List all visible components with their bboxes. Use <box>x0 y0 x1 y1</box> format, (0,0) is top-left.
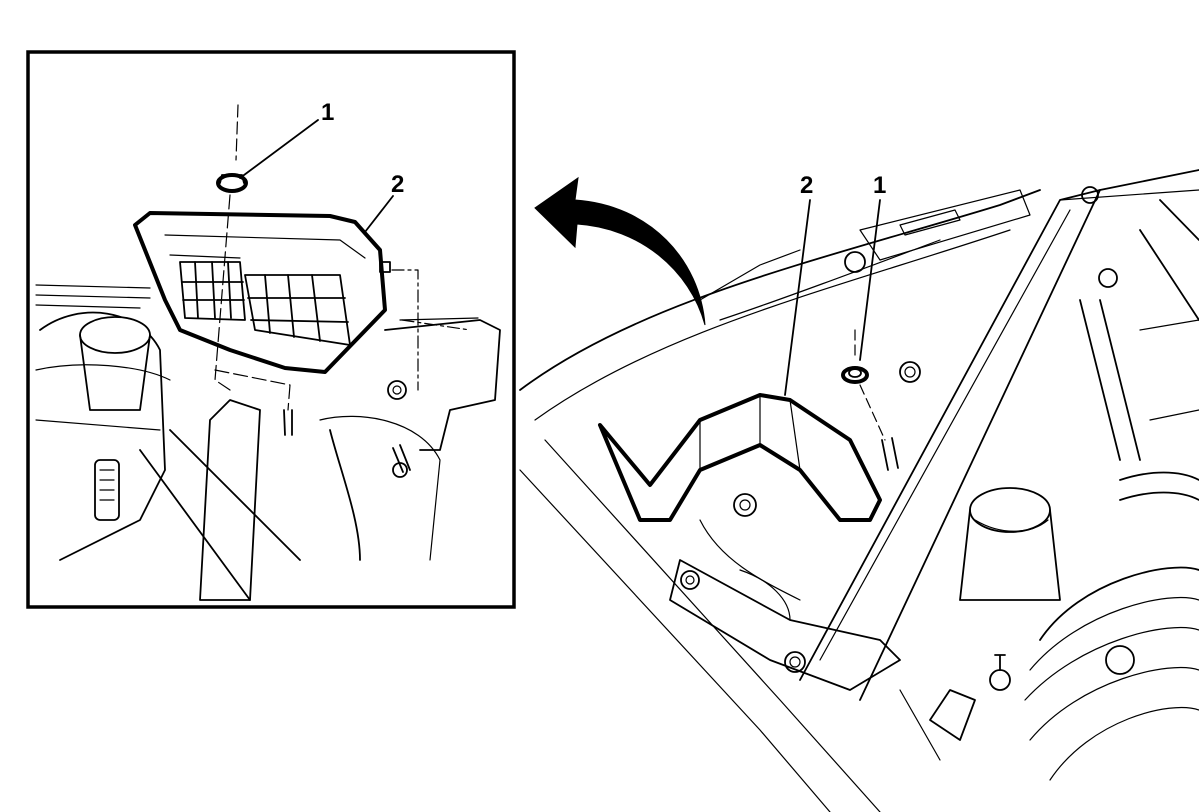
main-cover-outline <box>598 393 882 522</box>
main-cover-callout: 2 <box>800 172 813 199</box>
inset-view: 1 2 <box>26 50 516 609</box>
main-fastener <box>841 329 899 471</box>
inset-cover-callout: 2 <box>391 171 404 198</box>
direction-arrow <box>534 176 706 326</box>
inset-grille <box>179 261 351 346</box>
inset-fastener-callout: 1 <box>321 99 334 126</box>
inset-cover <box>133 211 391 374</box>
inset-fastener <box>214 104 293 436</box>
main-fastener-callout: 1 <box>873 172 886 199</box>
main-view: 2 1 <box>519 169 1199 812</box>
